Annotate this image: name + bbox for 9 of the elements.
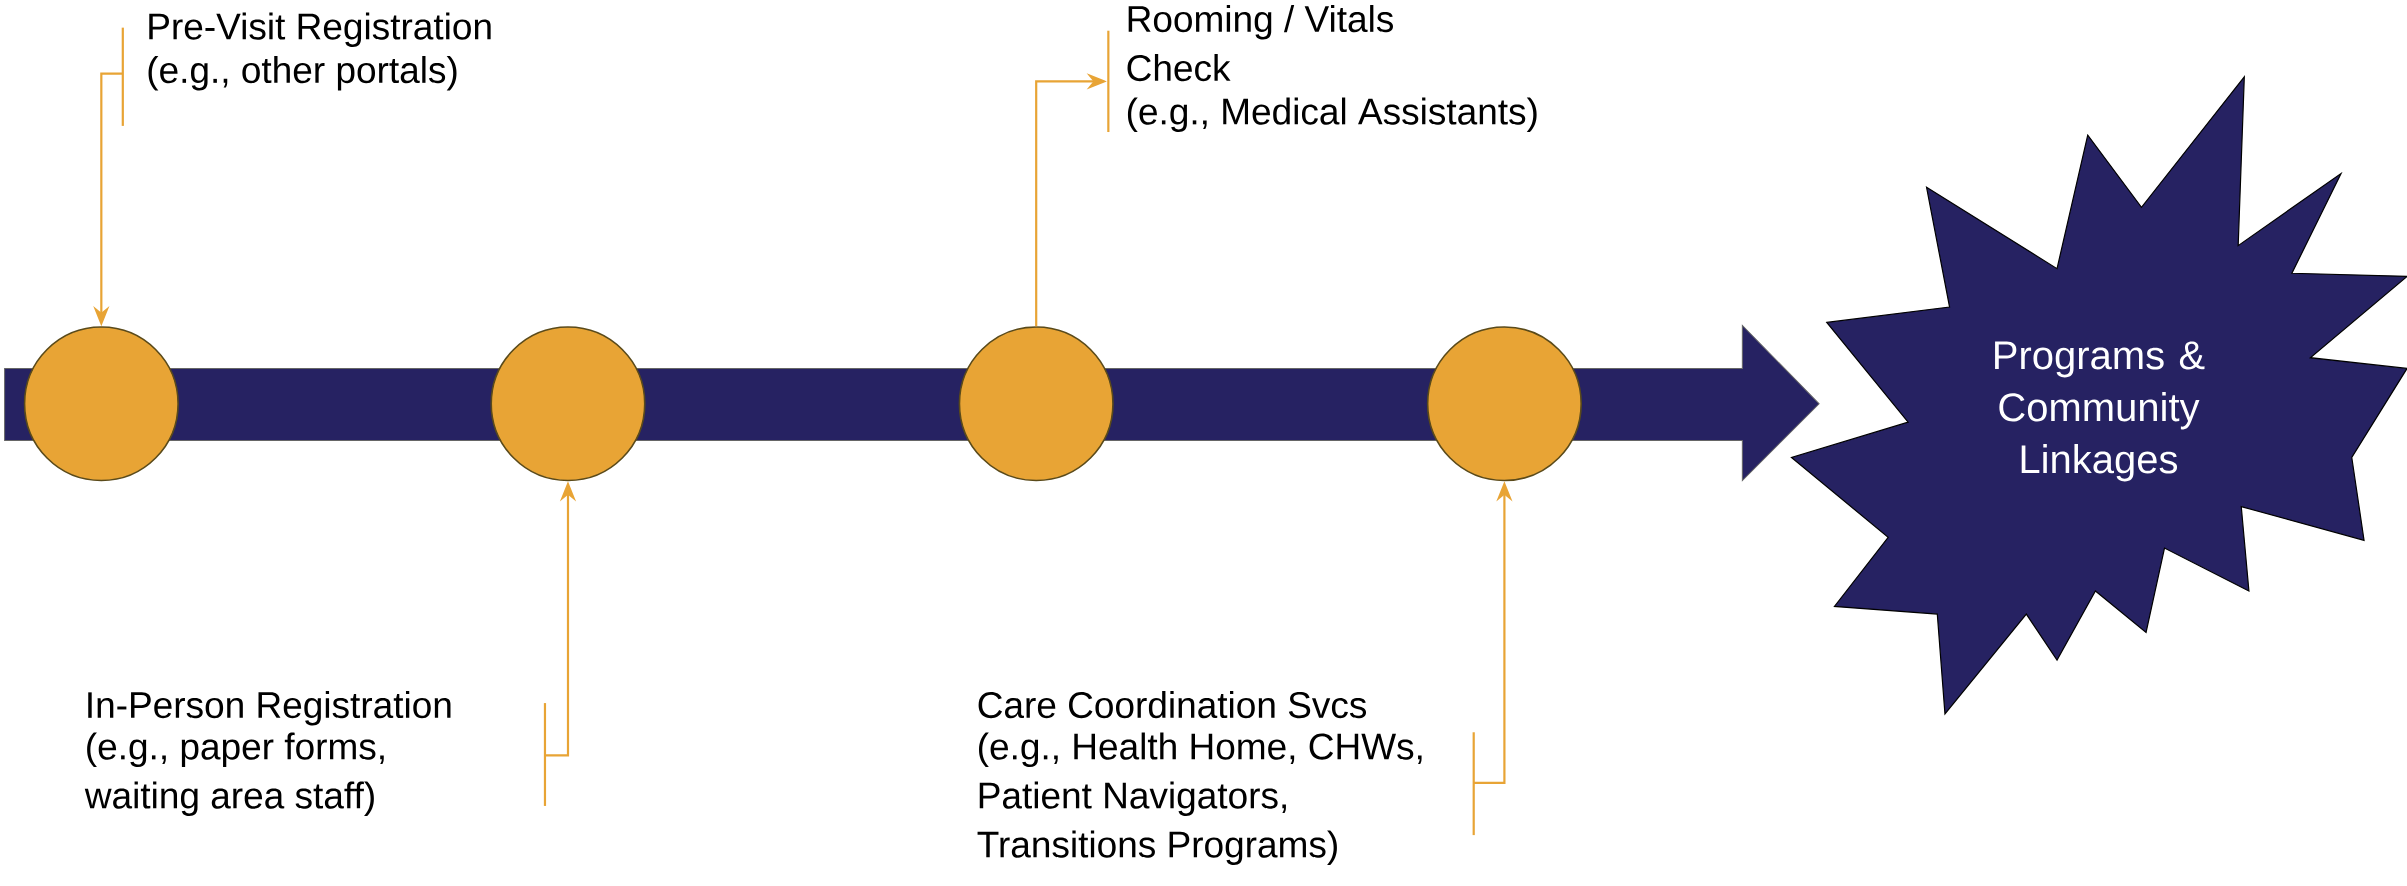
milestone-circle bbox=[23, 326, 179, 482]
step-label: In-Person Registration (e.g., paper forms, waiting area staff) bbox=[84, 691, 451, 817]
starburst: Programs & Community Linkages bbox=[1790, 75, 2407, 716]
milestone-circle bbox=[490, 326, 646, 482]
step-label: Rooming / Vitals Check (e.g., Medical Assistants) bbox=[1127, 5, 1537, 133]
milestone-circle bbox=[1426, 326, 1582, 482]
step-label: Care Coordination Svcs (e.g., Health Home, CHWs, Patient Navigators, Transitions Programs) bbox=[977, 691, 1422, 866]
step-label: Pre-Visit Registration (e.g., other portals) bbox=[148, 12, 491, 91]
milestone-circle bbox=[958, 326, 1114, 482]
